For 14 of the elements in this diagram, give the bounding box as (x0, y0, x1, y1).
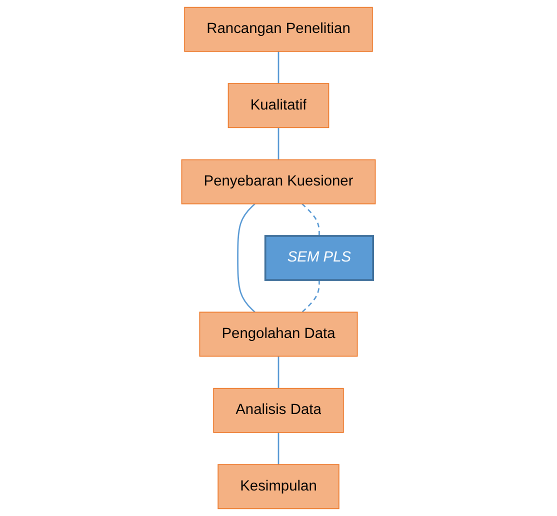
node-box: Analisis Data (213, 388, 344, 433)
node-box: SEM PLS (264, 235, 374, 281)
node-box: Pengolahan Data (199, 312, 358, 357)
connector (278, 356, 280, 388)
node-box: Kesimpulan (218, 464, 340, 510)
node-box: Kualitatif (228, 83, 330, 128)
connector (302, 203, 320, 236)
connector (278, 128, 280, 160)
connector (302, 280, 320, 313)
connector (278, 51, 280, 84)
node-box: Penyebaran Kuesioner (181, 159, 376, 204)
connector (237, 203, 256, 313)
connector (278, 432, 280, 465)
node-box: Rancangan Penelitian (184, 6, 373, 52)
